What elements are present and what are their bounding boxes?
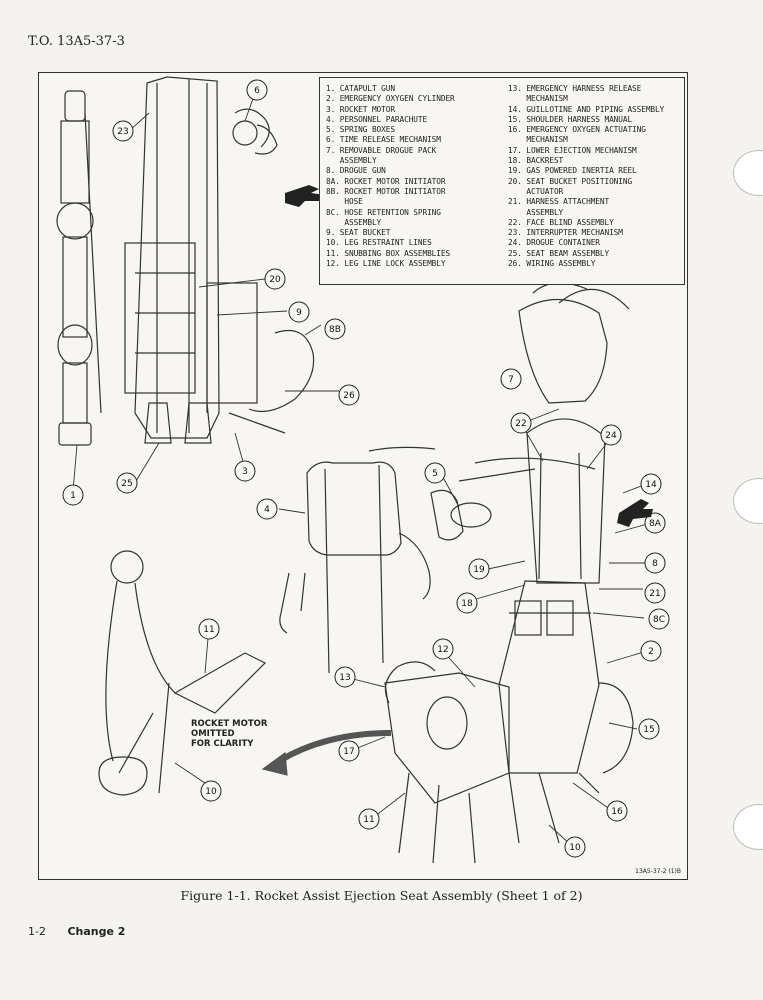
- callout-6: 6: [254, 86, 260, 96]
- legend-item: HOSE: [326, 197, 363, 207]
- pointing-hand-icon: [285, 185, 325, 207]
- seat-beam-drawing: [124, 76, 315, 444]
- callout-12: 12: [437, 645, 448, 655]
- ejection-seat-drawing: [384, 418, 634, 864]
- rocket-motor-note: ROCKET MOTOR OMITTED FOR CLARITY: [191, 719, 267, 749]
- callout-10-right: 10: [569, 843, 581, 853]
- legend-item: 8B. ROCKET MOTOR INITIATOR: [326, 186, 446, 196]
- callout-4: 4: [264, 505, 270, 515]
- callout-18: 18: [461, 599, 473, 609]
- legend-item: 8C. HOSE RETENTION SPRING: [326, 207, 441, 217]
- figure-caption: Figure 1-1. Rocket Assist Ejection Seat …: [180, 888, 583, 903]
- callout-11-right: 11: [363, 815, 374, 825]
- callout-25: 25: [121, 479, 132, 489]
- legend-item: 19. GAS POWERED INERTIA REEL: [508, 166, 637, 176]
- legend-item: 16. EMERGENCY OXYGEN ACTUATING: [508, 125, 646, 135]
- callout-8a: 8A: [649, 519, 662, 529]
- callout-17: 17: [343, 747, 354, 757]
- callout-26: 26: [343, 391, 355, 401]
- legend-item: 5. SPRING BOXES: [326, 125, 395, 135]
- legend-item: ACTUATOR: [508, 186, 564, 196]
- callout-15: 15: [643, 725, 654, 735]
- drogue-pack-drawing: [518, 282, 630, 404]
- callout-14: 14: [645, 480, 657, 490]
- legend-item: 10. LEG RESTRAINT LINES: [326, 238, 432, 248]
- page-footer: 1-2 Change 2: [28, 925, 125, 938]
- pointing-hand-icon: [617, 499, 653, 527]
- note-line: OMITTED: [191, 729, 235, 739]
- callout-23: 23: [117, 127, 128, 137]
- legend-item: 3. ROCKET MOTOR: [326, 104, 395, 114]
- legend-item: 24. DROGUE CONTAINER: [508, 238, 600, 248]
- legend-item: ASSEMBLY: [508, 207, 564, 217]
- callout-9: 9: [296, 308, 302, 318]
- callout-3: 3: [242, 467, 248, 477]
- legend-item: 4. PERSONNEL PARACHUTE: [326, 114, 428, 124]
- note-line: ROCKET MOTOR: [191, 719, 268, 729]
- page-number: 1-2: [28, 925, 46, 938]
- illustration: 1 2 3 4 5 6 7 8 8A 8B 8C 9 10 10 11 11 1…: [56, 76, 670, 864]
- legend-item: 21. HARNESS ATTACHMENT: [508, 197, 610, 207]
- legend-item: 1. CATAPULT GUN: [326, 84, 395, 93]
- callout-20: 20: [269, 275, 281, 285]
- callout-8b: 8B: [329, 325, 341, 335]
- callout-2: 2: [648, 647, 654, 657]
- legend-item: 25. SEAT BEAM ASSEMBLY: [508, 248, 610, 258]
- legend-item: 12. LEG LINE LOCK ASSEMBLY: [326, 259, 446, 269]
- change-number: Change 2: [67, 925, 126, 938]
- callout-7: 7: [508, 375, 514, 385]
- figure-id: 13A5-37-2 (1)B: [635, 868, 681, 875]
- legend-item: ASSEMBLY: [326, 156, 377, 166]
- legend-item: 6. TIME RELEASE MECHANISM: [326, 135, 441, 145]
- legend-item: 8. DROGUE GUN: [326, 166, 386, 176]
- arrow-shape: [271, 730, 392, 768]
- callout-13: 13: [339, 673, 350, 683]
- legend-item: 22. FACE BLIND ASSEMBLY: [508, 217, 614, 227]
- legend-item: MECHANISM: [508, 135, 568, 145]
- legend-item: 15. SHOULDER HARNESS MANUAL: [508, 114, 633, 124]
- legend-item: 23. INTERRUPTER MECHANISM: [508, 228, 623, 238]
- legend-item: 7. REMOVABLE DROGUE PACK: [326, 145, 437, 155]
- legend-item: 9. SEAT BUCKET: [326, 228, 391, 238]
- legend-item: 2. EMERGENCY OXYGEN CYLINDER: [326, 94, 455, 104]
- legend-item: 8A. ROCKET MOTOR INITIATOR: [326, 176, 446, 186]
- figure-frame: 1 2 3 4 5 6 7 8 8A 8B 8C 9 10 10 11 11 1…: [38, 72, 688, 880]
- callout-19: 19: [473, 565, 485, 575]
- callout-22: 22: [515, 419, 526, 429]
- legend-item: ASSEMBLY: [326, 217, 382, 227]
- legend-item: 26. WIRING ASSEMBLY: [508, 259, 596, 269]
- callout-1: 1: [70, 491, 76, 501]
- catapult-gun-drawing: [56, 90, 102, 446]
- parachute-harness-drawing: [279, 446, 436, 674]
- spring-boxes-drawing: [430, 489, 492, 541]
- binder-hole-middle: [733, 478, 763, 524]
- legend-item: 11. SNUBBING BOX ASSEMBLIES: [326, 248, 451, 258]
- legend-item: 17. LOWER EJECTION MECHANISM: [508, 145, 637, 155]
- callout-10-left: 10: [205, 787, 217, 797]
- legend-item: 20. SEAT BUCKET POSITIONING: [508, 176, 633, 186]
- binder-hole-bottom: [733, 804, 763, 850]
- callout-8: 8: [652, 559, 658, 569]
- legend-item: 14. GUILLOTINE AND PIPING ASSEMBLY: [508, 104, 665, 114]
- legend-item: 13. EMERGENCY HARNESS RELEASE: [508, 84, 642, 93]
- callout-21: 21: [649, 589, 660, 599]
- binder-hole-top: [733, 150, 763, 196]
- callout-24: 24: [605, 431, 617, 441]
- note-line: FOR CLARITY: [191, 739, 254, 749]
- leg-restraint-drawing: [98, 550, 267, 796]
- legend-item: MECHANISM: [508, 94, 568, 104]
- legend-item: 18. BACKREST: [508, 156, 564, 166]
- callout-11-left: 11: [203, 625, 214, 635]
- document-number: T.O. 13A5-37-3: [28, 34, 125, 49]
- callout-16: 16: [611, 807, 623, 817]
- callout-5: 5: [432, 469, 438, 479]
- callout-8c: 8C: [653, 615, 665, 625]
